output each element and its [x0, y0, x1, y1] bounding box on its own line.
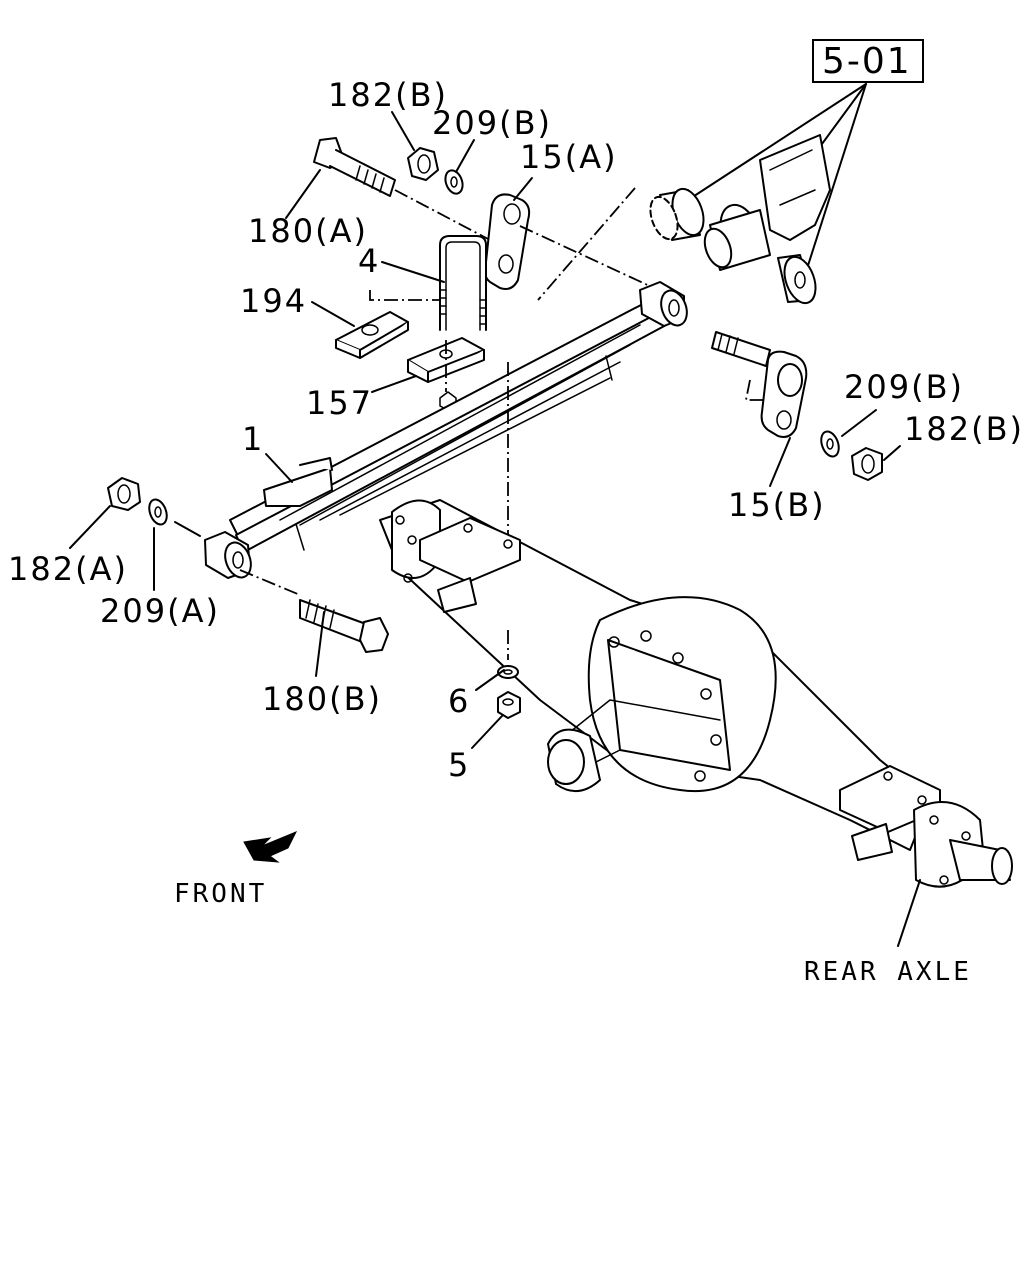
label-209a: 209(A): [100, 592, 220, 630]
nut-182b-right[interactable]: [851, 447, 883, 481]
spacer-194[interactable]: [335, 290, 440, 359]
label-4: 4: [358, 242, 380, 280]
hanger-bracket: [537, 134, 831, 305]
u-bolt-4[interactable]: [439, 235, 487, 331]
leader-lines: [69, 111, 921, 947]
reference-box-5-01[interactable]: 5-01: [812, 39, 924, 83]
rear-axle[interactable]: [379, 362, 1013, 888]
washer-209b-right[interactable]: [818, 429, 842, 459]
label-194: 194: [240, 282, 307, 320]
shackle-15a[interactable]: [483, 193, 681, 301]
nut-182b-top[interactable]: [407, 147, 439, 181]
washer-6[interactable]: [497, 630, 519, 679]
label-1: 1: [242, 420, 264, 458]
label-157: 157: [306, 384, 373, 422]
washer-209a[interactable]: [146, 497, 201, 537]
front-arrow-icon: [243, 831, 298, 863]
nut-182a[interactable]: [107, 477, 141, 511]
shackle-pin[interactable]: [711, 331, 771, 401]
label-209b-top: 209(B): [432, 104, 552, 142]
reference-box-label: 5-01: [822, 41, 912, 82]
seat-157[interactable]: [407, 337, 485, 411]
label-182b-top: 182(B): [328, 76, 448, 114]
label-6: 6: [448, 682, 470, 720]
bolt-180a[interactable]: [313, 137, 491, 241]
label-15a: 15(A): [520, 138, 618, 176]
label-5: 5: [448, 746, 470, 784]
washer-209b-top[interactable]: [442, 168, 465, 196]
label-180a: 180(A): [248, 212, 368, 250]
leaf-spring-1[interactable]: [204, 281, 691, 581]
nut-5[interactable]: [497, 691, 521, 719]
label-182a: 182(A): [8, 550, 128, 588]
bolt-180b[interactable]: [239, 569, 389, 653]
front-label: FRONT: [174, 879, 267, 909]
rear-axle-label: REAR AXLE: [804, 957, 972, 987]
part-labels: 182(B) 209(B) 15(A) 180(A) 4 194 157 1 2…: [8, 76, 1024, 987]
label-209b-right: 209(B): [844, 368, 964, 406]
label-180b: 180(B): [262, 680, 382, 718]
label-182b-right: 182(B): [904, 410, 1024, 448]
shackle-15b[interactable]: [760, 350, 808, 438]
label-15b: 15(B): [728, 486, 826, 524]
